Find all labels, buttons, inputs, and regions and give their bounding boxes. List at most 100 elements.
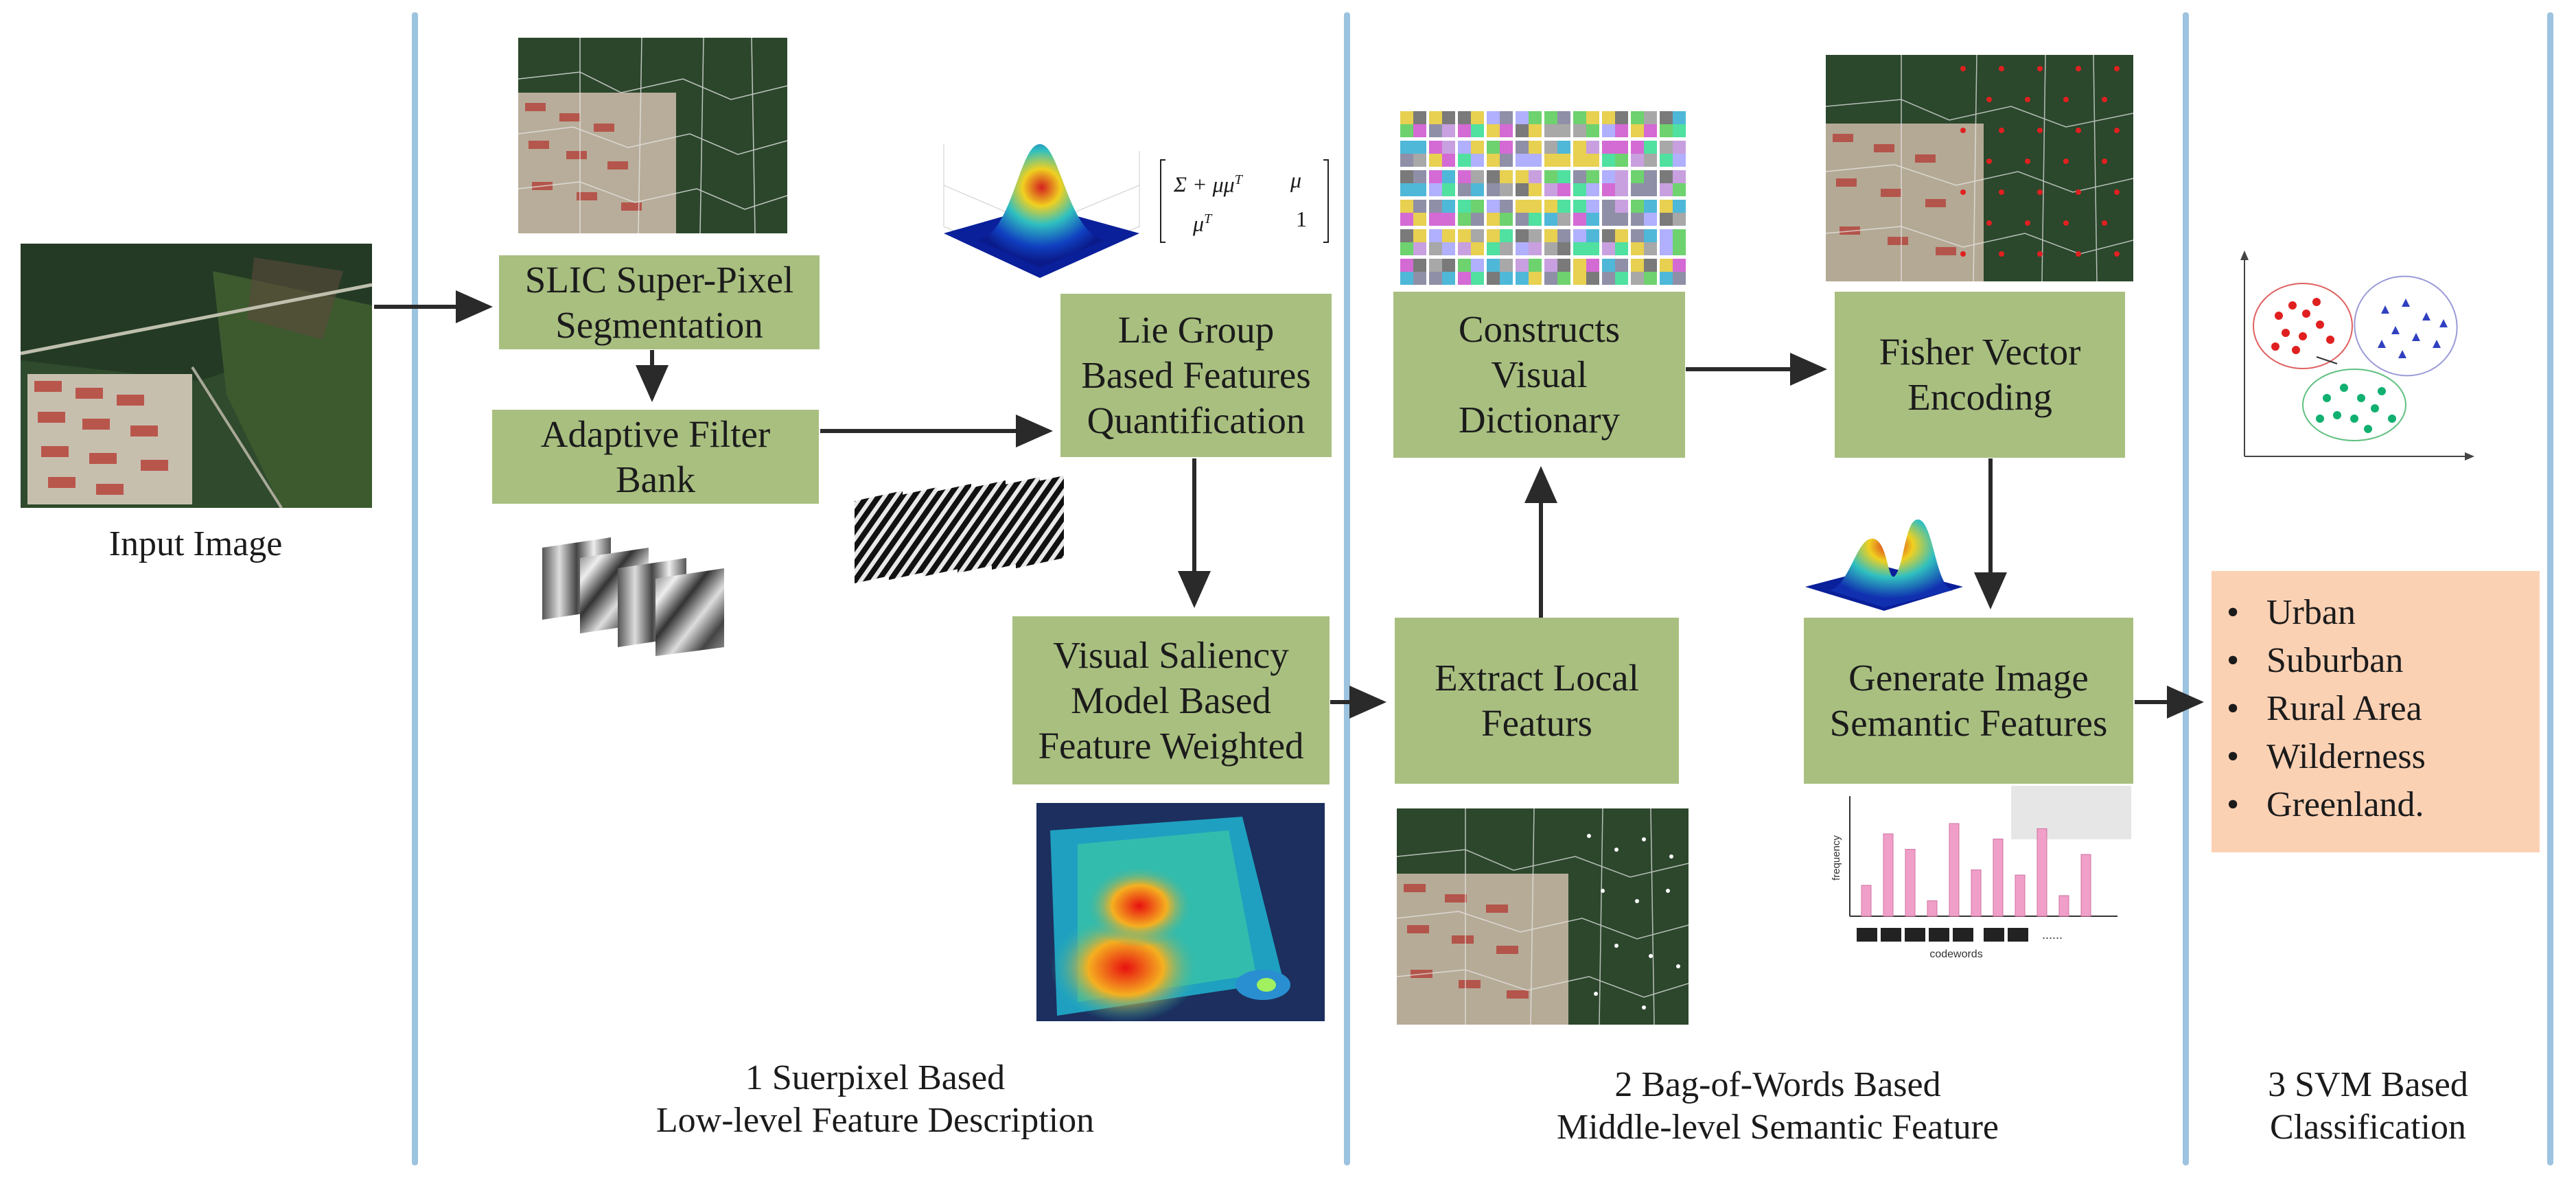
feature-point (2063, 159, 2069, 164)
dictionary-patch (1487, 200, 1513, 226)
feature-point (1960, 128, 1966, 133)
histogram-bar (1927, 900, 1938, 917)
dictionary-patch (1660, 229, 1686, 255)
histogram-bar (2015, 874, 2026, 917)
feature-point (2025, 97, 2030, 102)
dictionary-patch (1400, 170, 1426, 196)
class-labels-list: Urban Suburban Rural Area Wilderness Gre… (2212, 571, 2540, 852)
feature-point (1986, 220, 1992, 226)
lie-group-quantification-box: Lie Group Based Features Quantification (1060, 294, 1332, 457)
histogram-bar (2058, 895, 2069, 917)
feature-point (2025, 220, 2030, 226)
feature-point (1960, 189, 1966, 195)
dictionary-patch (1429, 111, 1455, 137)
feature-point (2114, 128, 2120, 133)
fisher-encoding-image (1826, 55, 2133, 281)
dictionary-patch (1516, 229, 1542, 255)
feature-point (2076, 251, 2081, 257)
dictionary-patch (1660, 141, 1686, 167)
dictionary-patch (1516, 111, 1542, 137)
feature-point (2037, 251, 2043, 257)
dictionary-patch (1400, 200, 1426, 226)
histogram-bar (1971, 870, 1982, 917)
dictionary-patch (1660, 259, 1686, 285)
feature-point (2102, 97, 2107, 102)
dictionary-patch (1631, 141, 1657, 167)
histogram-bar (1861, 885, 1872, 917)
feature-point (2102, 159, 2107, 164)
histogram-ylabel: frequency (1831, 835, 1842, 881)
histogram-bar (1883, 833, 1894, 917)
visual-saliency-weighting-box: Visual Saliency Model Based Feature Weig… (1012, 616, 1330, 784)
feature-point (1999, 128, 2004, 133)
dictionary-patch (1544, 200, 1570, 226)
feature-point (2076, 189, 2081, 195)
dictionary-patch (1516, 141, 1542, 167)
feature-point (1986, 159, 1992, 164)
class-item: Greenland. (2227, 781, 2540, 829)
dictionary-patch (1516, 170, 1542, 196)
feature-point (2076, 66, 2081, 71)
input-image-label: Input Image (108, 524, 283, 563)
dictionary-patch (1516, 259, 1542, 285)
class-item: Wilderness (2227, 733, 2540, 781)
dictionary-patch (1400, 141, 1426, 167)
texture-filter-responses (851, 474, 1067, 590)
dictionary-patch (1573, 229, 1599, 255)
dictionary-patch (1458, 229, 1484, 255)
feature-point (2114, 251, 2120, 257)
feature-point (2037, 189, 2043, 195)
dictionary-patch (1631, 111, 1657, 137)
histogram-ellipsis: ...... (2042, 928, 2063, 942)
dictionary-patch (1429, 259, 1455, 285)
stage-1-caption: 1 Suerpixel Based Low-level Feature Desc… (655, 1058, 1095, 1140)
feature-point (1999, 66, 2004, 71)
superpixel-image (518, 38, 787, 233)
dictionary-patch (1660, 111, 1686, 137)
extract-local-features-box: Extract Local Featurs (1395, 618, 1679, 784)
dictionary-patch (1544, 229, 1570, 255)
dictionary-patch (1631, 229, 1657, 255)
dictionary-patch (1429, 200, 1455, 226)
feature-point (2037, 66, 2043, 71)
covariance-matrix: Σ + μμT μ μT 1 (1159, 156, 1330, 246)
codeword-histogram: frequency ...... codewords (1819, 782, 2135, 975)
dictionary-patch (1487, 170, 1513, 196)
dictionary-patch (1429, 141, 1455, 167)
input-aerial-image (21, 244, 372, 508)
feature-point (1960, 251, 1966, 257)
dictionary-patch (1602, 141, 1628, 167)
stage-2-caption: 2 Bag-of-Words Based Middle-level Semant… (1556, 1065, 1999, 1147)
dictionary-patch (1573, 170, 1599, 196)
stage-divider (2183, 12, 2189, 1165)
dictionary-patch (1544, 141, 1570, 167)
dictionary-patch (1400, 229, 1426, 255)
feature-point (2076, 128, 2081, 133)
dictionary-patch (1458, 200, 1484, 226)
dictionary-patch (1487, 111, 1513, 137)
histogram-bar (1993, 839, 2004, 917)
feature-point (2025, 159, 2030, 164)
dictionary-patch (1660, 200, 1686, 226)
dictionary-patch (1400, 111, 1426, 137)
dictionary-patch (1458, 259, 1484, 285)
dictionary-patch (1516, 200, 1542, 226)
feature-point (2037, 128, 2043, 133)
semantic-features-box: Generate Image Semantic Features (1804, 618, 2133, 784)
dictionary-patch (1400, 259, 1426, 285)
dictionary-patch (1429, 229, 1455, 255)
dictionary-patch (1544, 170, 1570, 196)
adaptive-filter-bank-box: Adaptive Filter Bank (492, 410, 819, 504)
dictionary-patch (1487, 259, 1513, 285)
gaussian-surface-plot (937, 130, 1146, 285)
stage-divider (1344, 12, 1350, 1165)
dictionary-patch (1487, 141, 1513, 167)
filter-bank-image (539, 534, 731, 657)
saliency-heatmap (1036, 803, 1325, 1021)
stage-divider (2547, 12, 2553, 1165)
dictionary-patch (1487, 229, 1513, 255)
histogram-bar (1905, 849, 1916, 917)
slic-segmentation-box: SLIC Super-Pixel Segmentation (499, 255, 820, 349)
dictionary-patch (1602, 200, 1628, 226)
